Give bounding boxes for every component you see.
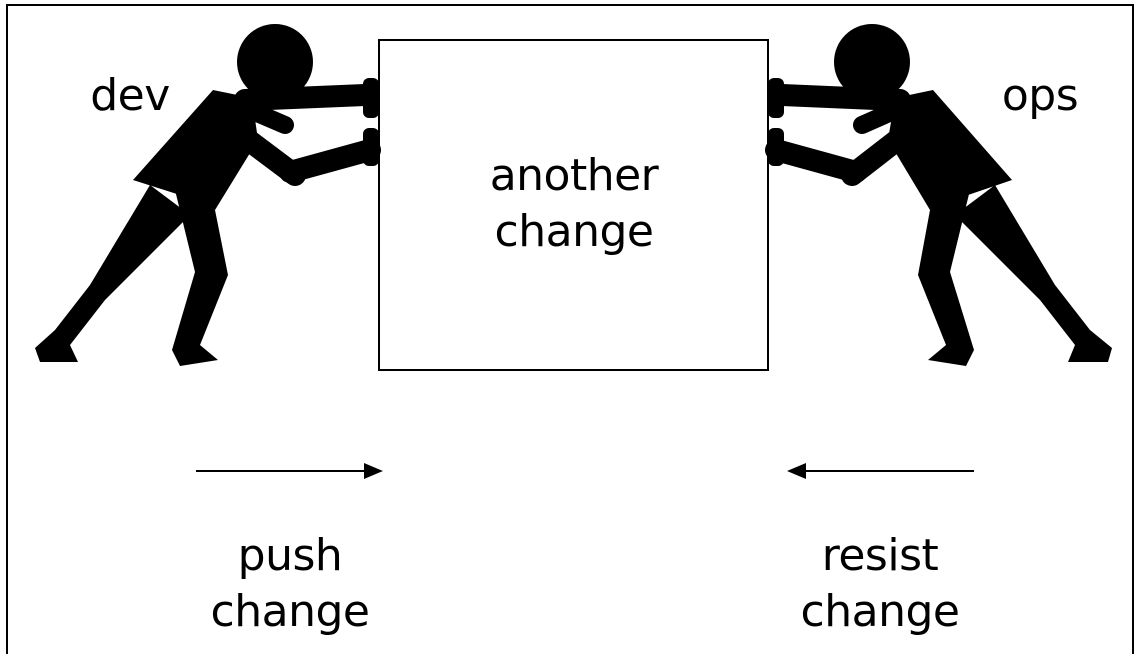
- change-box-line2: change: [494, 206, 654, 257]
- ops-label-text: ops: [1001, 70, 1079, 121]
- change-box-label: another change: [380, 148, 768, 260]
- change-box: [378, 39, 769, 371]
- push-change-label: push change: [190, 528, 390, 640]
- dev-label-text: dev: [90, 70, 170, 121]
- dev-label: dev: [60, 68, 200, 124]
- ops-label: ops: [970, 68, 1110, 124]
- push-line1: push: [237, 530, 343, 581]
- outer-border: [6, 4, 1134, 654]
- resist-line1: resist: [821, 530, 939, 581]
- ops-figure-icon: [765, 24, 1112, 366]
- resist-arrow-icon: [787, 463, 974, 479]
- change-box-line1: another: [489, 150, 659, 201]
- resist-change-label: resist change: [780, 528, 980, 640]
- resist-line2: change: [800, 586, 960, 637]
- push-line2: change: [210, 586, 370, 637]
- push-arrow-icon: [196, 463, 383, 479]
- dev-figure-icon: [35, 24, 381, 366]
